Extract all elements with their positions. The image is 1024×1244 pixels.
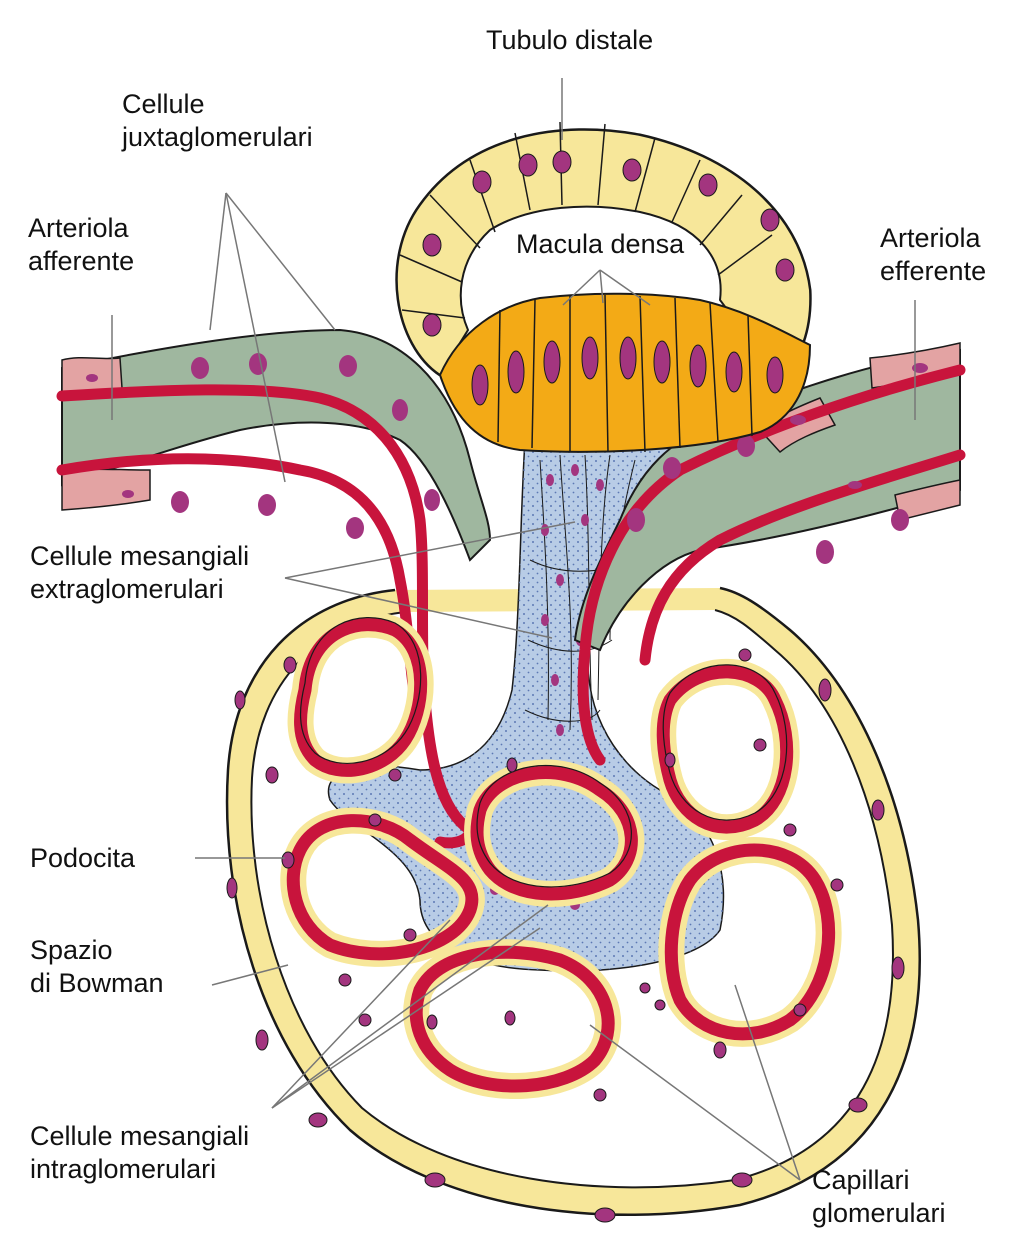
label-macula-densa: Macula densa	[516, 229, 685, 259]
label-capillari-glomerulari: Capillari glomerulari	[812, 1165, 946, 1228]
label-podocita: Podocita	[30, 843, 136, 873]
distal-tubule	[395, 121, 812, 382]
label-spazio-di-bowman: Spazio di Bowman	[30, 935, 164, 998]
label-arteriola-efferente: Arteriola efferente	[880, 223, 987, 286]
label-tubulo-distale: Tubulo distale	[486, 25, 654, 55]
macula-densa	[438, 292, 812, 453]
label-cellule-mesangiali-extraglomerulari: Cellule mesangiali extraglomerulari	[30, 541, 250, 604]
afferent-arteriole	[56, 328, 492, 849]
leader-lines	[111, 78, 916, 1181]
efferent-arteriole	[573, 342, 966, 766]
label-cellule-mesangiali-intraglomerulari: Cellule mesangiali intraglomerulari	[30, 1121, 250, 1184]
label-arteriola-afferente: Arteriola afferente	[28, 213, 135, 276]
label-cellule-juxtaglomerulari: Cellule juxtaglomerulari	[122, 89, 313, 152]
cell-nuclei	[226, 648, 905, 1223]
